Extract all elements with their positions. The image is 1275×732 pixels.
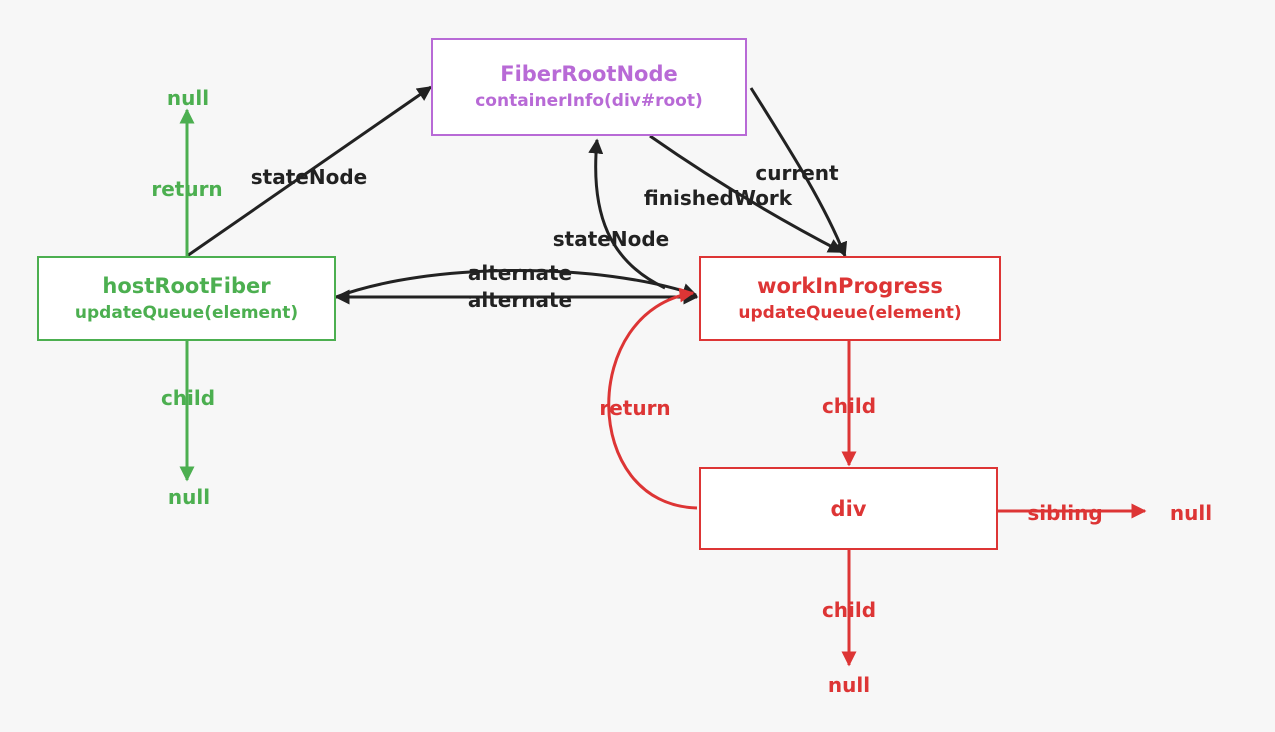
label-finished-work: finishedWork <box>643 186 793 210</box>
div-node-title: div <box>830 496 867 521</box>
label-host-return: return <box>151 177 223 201</box>
work-in-progress-node: workInProgress updateQueue(element) <box>699 256 1001 341</box>
label-div-child: child <box>821 598 877 622</box>
label-statenode-mid: stateNode <box>552 227 670 251</box>
label-wip-return: return <box>599 396 671 420</box>
edge-wip-statenode <box>588 138 666 290</box>
edge-finished-work <box>649 134 844 254</box>
work-in-progress-title: workInProgress <box>757 273 943 298</box>
edge-current <box>749 87 848 258</box>
label-div-sibling: sibling <box>1027 501 1103 525</box>
label-alternate-bottom: alternate <box>467 288 573 312</box>
fiber-root-node-subtitle: containerInfo(div#root) <box>475 91 703 111</box>
null-host-top: null <box>166 86 210 110</box>
null-div-right: null <box>1169 501 1213 525</box>
label-alternate-top: alternate <box>467 261 573 285</box>
host-root-fiber-title: hostRootFiber <box>102 273 271 298</box>
div-node: div <box>699 467 998 550</box>
fiber-root-node: FiberRootNode containerInfo(div#root) <box>431 38 747 136</box>
edge-host-statenode <box>186 85 433 258</box>
null-div-bottom: null <box>827 673 871 697</box>
edge-alternate-top <box>335 269 698 299</box>
label-host-child: child <box>160 386 216 410</box>
edge-div-return <box>607 287 698 510</box>
label-current: current <box>755 161 839 185</box>
host-root-fiber-subtitle: updateQueue(element) <box>74 302 299 323</box>
fiber-root-node-title: FiberRootNode <box>500 62 678 86</box>
host-root-fiber-node: hostRootFiber updateQueue(element) <box>37 256 336 341</box>
label-statenode-left: stateNode <box>250 165 368 189</box>
work-in-progress-subtitle: updateQueue(element) <box>738 302 962 323</box>
label-wip-child: child <box>821 394 877 418</box>
null-host-bottom: null <box>167 485 211 509</box>
